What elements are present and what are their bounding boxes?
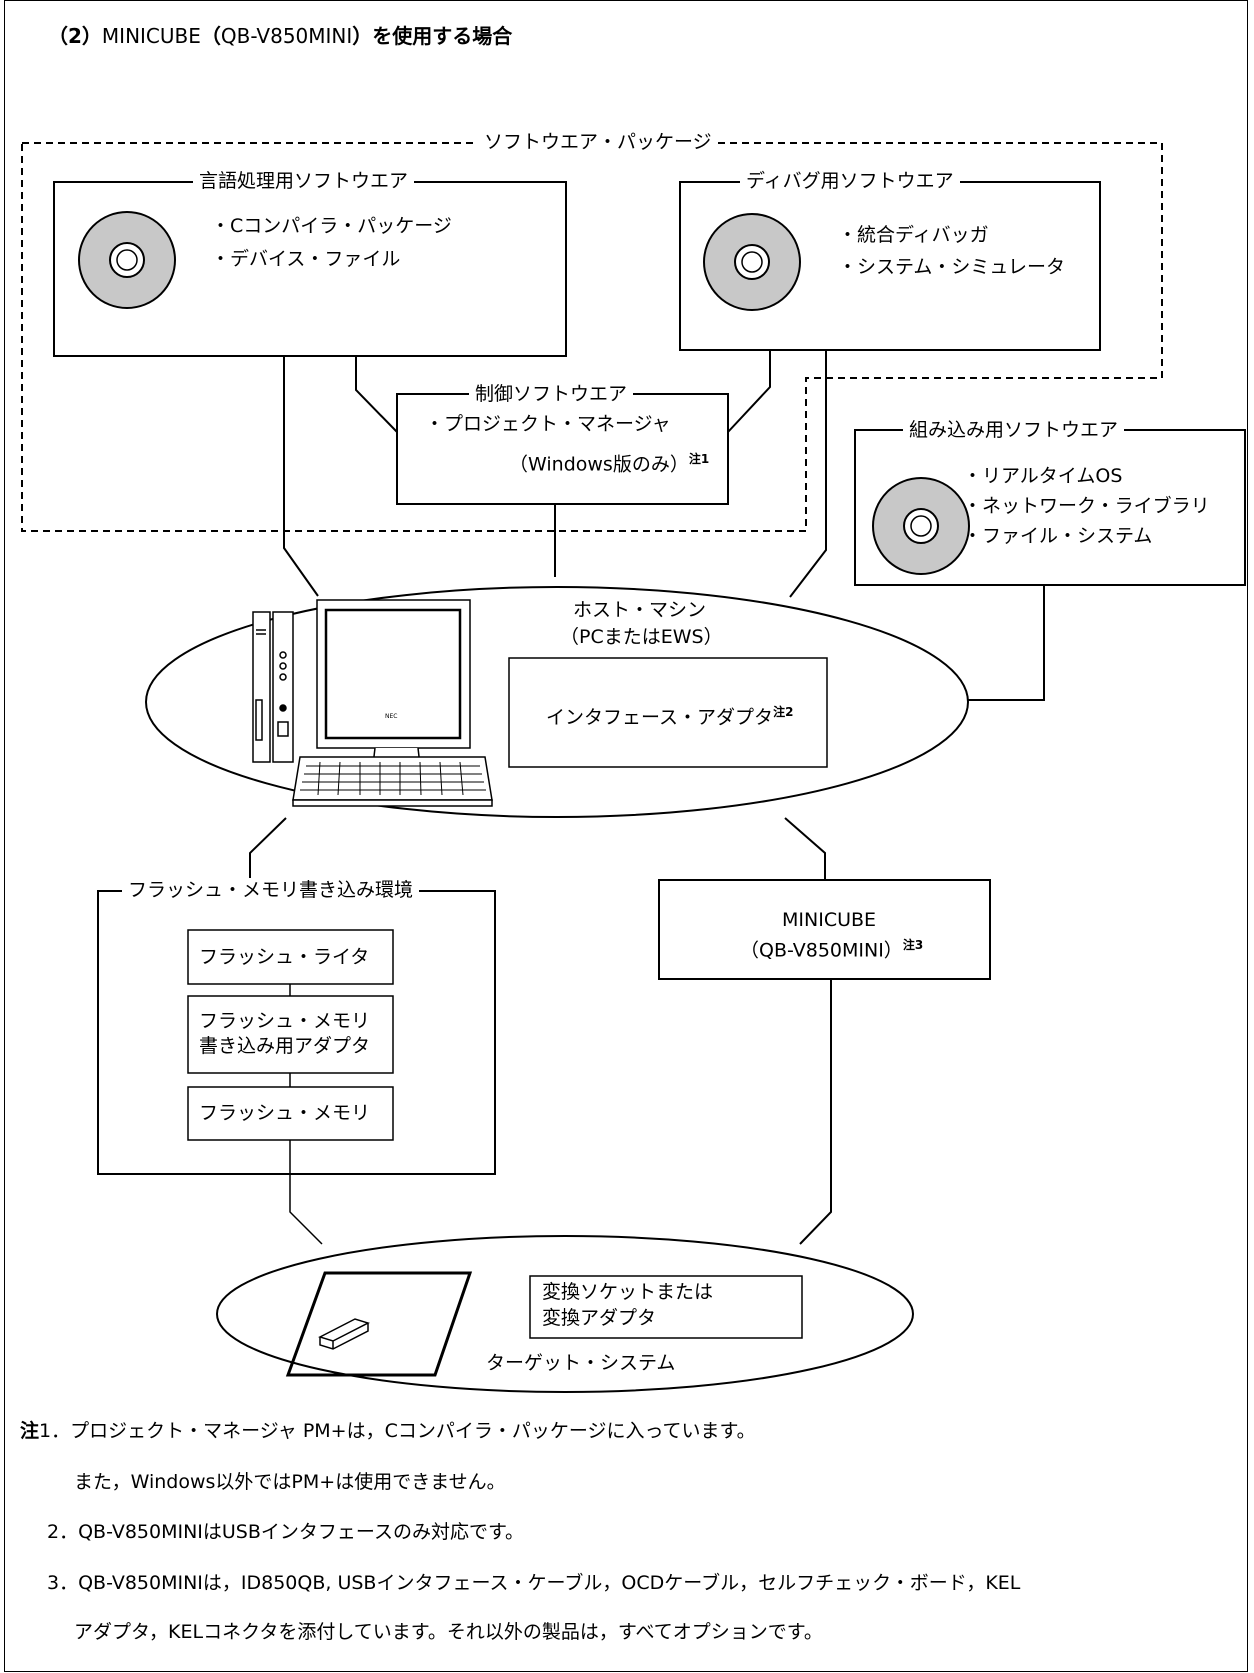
flash-writer-label: フラッシュ・ライタ	[199, 946, 370, 968]
control-sw-title: 制御ソフトウエア	[469, 382, 634, 406]
host-title: ホスト・マシン	[573, 599, 707, 621]
embedded-sw-item: ・リアルタイムOS	[963, 465, 1123, 487]
host-subtitle: （PCまたはEWS）	[560, 626, 723, 648]
minicube-model: （QB-V850MINI）注3	[740, 938, 924, 962]
connector-host-minicube	[784, 817, 826, 880]
debug-sw-item: ・統合ディバッガ	[838, 224, 989, 246]
debug-sw-item: ・システム・シミュレータ	[838, 256, 1066, 278]
conversion-socket-label: 変換ソケットまたは	[542, 1281, 714, 1303]
page-heading: （2）MINICUBE（QB-V850MINI）を使用する場合	[48, 24, 513, 48]
conversion-socket-label: 変換アダプタ	[542, 1307, 657, 1329]
connector-lang-control	[355, 356, 398, 433]
flash-env-title: フラッシュ・メモリ書き込み環境	[122, 878, 420, 902]
embedded-sw-title: 組み込み用ソフトウエア	[903, 418, 1125, 442]
connector-embedded-host	[968, 585, 1045, 701]
embedded-sw-item: ・ネットワーク・ライブラリ	[963, 495, 1210, 517]
connector-debug-host	[789, 350, 827, 598]
software-package-outline	[21, 142, 1163, 532]
monitor-icon	[316, 599, 471, 777]
cd-icon-embedded	[872, 477, 970, 575]
pc-tower-icon	[252, 611, 294, 763]
keyboard-icon	[292, 756, 493, 807]
minicube-box	[658, 879, 991, 980]
interface-adapter-box	[508, 657, 828, 768]
note-1-cont: また，Windows以外ではPM+は使用できません。	[74, 1471, 506, 1493]
target-board-icon	[285, 1271, 473, 1377]
flash-adapter-label: 書き込み用アダプタ	[199, 1035, 371, 1057]
target-system-label: ターゲット・システム	[486, 1352, 676, 1374]
page-frame	[4, 0, 1248, 1672]
control-sw-item: ・プロジェクト・マネージャ	[425, 413, 671, 435]
host-ellipse	[145, 586, 969, 818]
debug-sw-title: ディバグ用ソフトウエア	[740, 169, 960, 193]
cd-icon-language	[78, 211, 176, 309]
control-sw-sub: （Windows版のみ）注1	[509, 452, 710, 476]
target-ellipse	[216, 1235, 914, 1393]
cd-icon-debug	[703, 213, 801, 311]
connector-host-flash	[249, 817, 287, 880]
language-sw-item: ・デバイス・ファイル	[211, 248, 401, 270]
flash-adapter-label: フラッシュ・メモリ	[199, 1010, 371, 1032]
language-sw-item: ・Cコンパイラ・パッケージ	[211, 215, 452, 237]
monitor-brand: NEC	[385, 713, 398, 720]
note-1: 注1．プロジェクト・マネージャ PM+は，Cコンパイラ・パッケージに入っています…	[20, 1420, 756, 1442]
software-package-label: ソフトウエア・パッケージ	[478, 130, 718, 154]
minicube-label: MINICUBE	[782, 909, 877, 931]
language-sw-title: 言語処理用ソフトウエア	[193, 169, 415, 193]
note-3-cont: アダプタ，KELコネクタを添付しています。それ以外の製品は，すべてオプションです…	[74, 1621, 823, 1643]
connector-debug-control	[727, 350, 771, 433]
note-3: 3．QB-V850MINIは，ID850QB, USBインタフェース・ケーブル，…	[47, 1572, 1021, 1594]
note-2: 2．QB-V850MINIはUSBインタフェースのみ対応です。	[47, 1521, 525, 1543]
embedded-sw-item: ・ファイル・システム	[963, 525, 1153, 547]
conversion-socket-box	[529, 1275, 803, 1339]
flash-memory-label: フラッシュ・メモリ	[199, 1102, 371, 1124]
connector-lang-host	[283, 356, 319, 597]
interface-adapter-label: インタフェース・アダプタ注2	[546, 705, 794, 729]
